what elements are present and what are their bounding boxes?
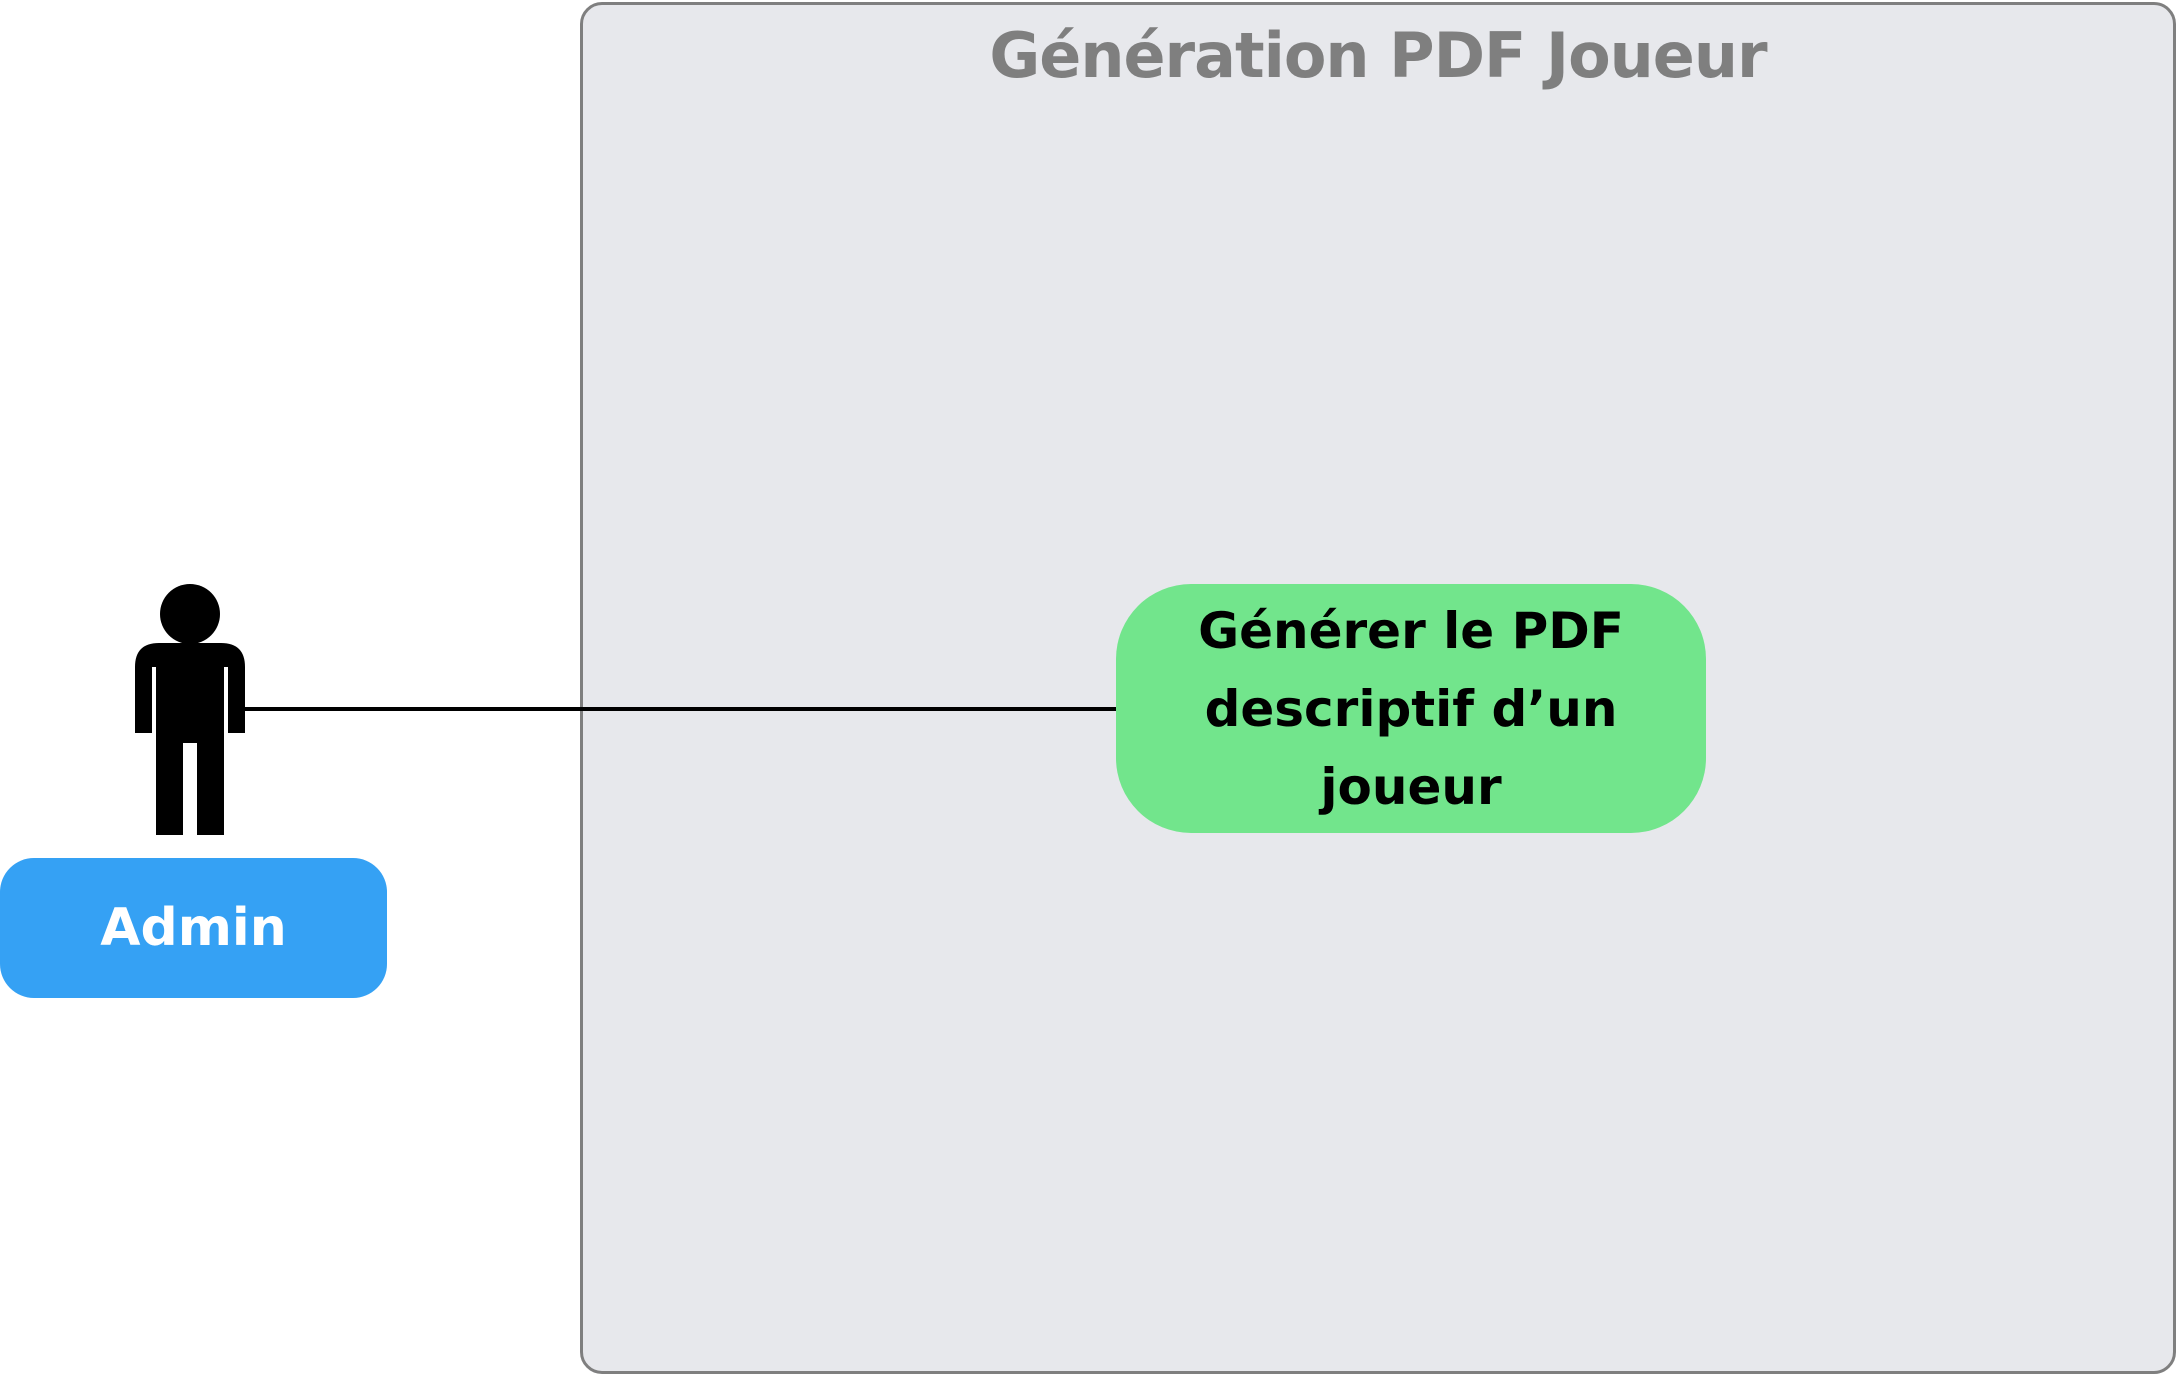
use-case-label: Générer le PDF descriptif d’un joueur [1198,601,1624,816]
system-title: Génération PDF Joueur [989,19,1767,92]
actor-head [160,584,220,644]
actor-admin[interactable]: Admin [0,858,387,998]
use-case-generate-pdf[interactable]: Générer le PDF descriptif d’un joueur [1116,584,1706,833]
actor-body [135,643,245,835]
person-icon [135,584,245,835]
association-line [245,707,1117,711]
